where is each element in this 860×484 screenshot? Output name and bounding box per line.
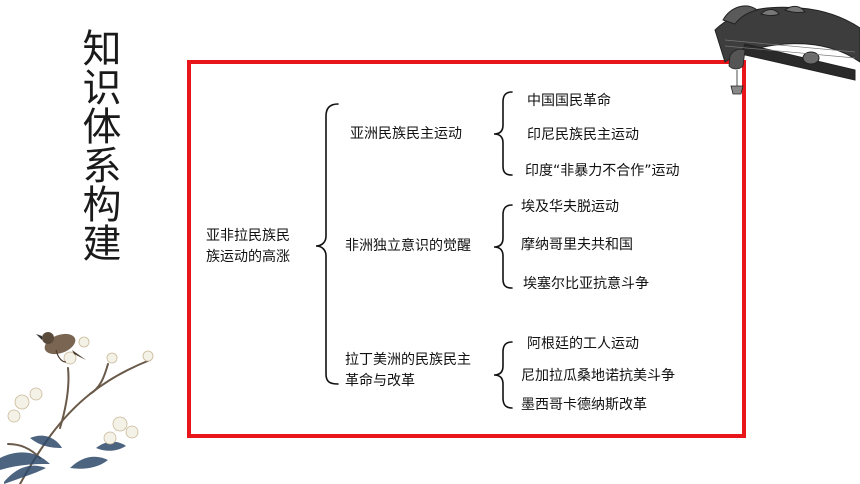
branch-label-asia: 亚洲民族民主运动	[350, 126, 462, 142]
leaf-node: 印度“非暴力不合作”运动	[525, 163, 680, 179]
branch2-brace	[493, 204, 513, 289]
leaf-node: 墨西哥卡德纳斯改革	[521, 397, 647, 413]
leaf-node: 中国国民革命	[527, 93, 611, 109]
root-node: 亚非拉民族民 族运动的高涨	[206, 226, 310, 268]
plum-blossom-bird-icon	[0, 332, 154, 484]
dragon-eave-icon	[714, 5, 860, 95]
branch-label-latin-america: 拉丁美洲的民族民主 革命与改革	[345, 350, 471, 392]
leaf-node: 埃塞尔比亚抗意斗争	[523, 276, 649, 292]
branch1-brace	[493, 91, 513, 176]
leaf-node: 埃及华夫脱运动	[521, 199, 619, 215]
leaf-node: 阿根廷的工人运动	[527, 336, 639, 352]
page-title: 知识体系构建	[76, 28, 121, 262]
leaf-node: 印尼民族民主运动	[527, 127, 639, 143]
diagram-frame	[187, 60, 746, 438]
branch-label-line-1: 拉丁美洲的民族民主	[345, 352, 471, 368]
branch-label-africa: 非洲独立意识的觉醒	[345, 238, 471, 254]
branch3-brace	[493, 341, 513, 409]
leaf-node: 摩纳哥里夫共和国	[521, 237, 633, 253]
root-line-1: 亚非拉民族民	[206, 228, 290, 244]
main-brace	[315, 103, 339, 385]
leaf-node: 尼加拉瓜桑地诺抗美斗争	[521, 368, 675, 384]
branch-label-line-2: 革命与改革	[345, 373, 415, 389]
root-line-2: 族运动的高涨	[206, 249, 290, 265]
